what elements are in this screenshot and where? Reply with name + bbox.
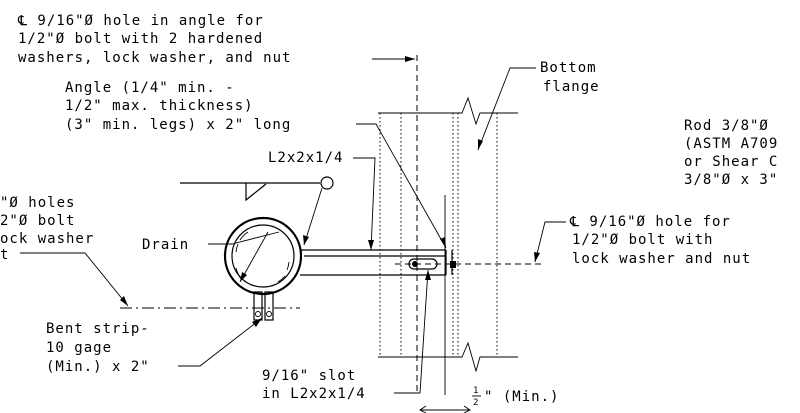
cl-hole-bolt-line-3: lock washer and nut: [572, 251, 751, 267]
angle-size-label: L2x2x1/4: [268, 150, 343, 166]
angle-spec-line-1: Angle (1/4" min. -: [65, 80, 235, 96]
holes-left-line-2: 2"Ø bolt: [0, 213, 75, 229]
angle-spec-line-2: 1/2" max. thickness): [65, 98, 254, 114]
rod-spec-line-2: (ASTM A709: [684, 136, 778, 152]
rod-spec-line-4: 3/8"Ø x 3": [684, 172, 778, 188]
annotations: ℄ 9/16"Ø hole in angle for 1/2"Ø bolt wi…: [0, 13, 778, 408]
bottom-flange-geometry: [378, 55, 518, 413]
holes-left-line-3: ock washer: [0, 231, 94, 247]
half-denominator: 2: [473, 398, 479, 408]
slot-line-2: in L2x2x1/4: [262, 386, 366, 402]
bent-strip-line-2: 10 gage: [46, 340, 112, 356]
drain-pipe: [120, 216, 303, 321]
min-suffix: " (Min.): [484, 389, 559, 405]
half-inch-min-dimension: 1 2 " (Min.): [472, 386, 559, 408]
leader-lines: [20, 56, 566, 394]
bent-strip-line-1: Bent strip-: [46, 321, 150, 337]
angle-l2x2: [300, 249, 545, 276]
cl-hole-angle-line-3: washers, lock washer, and nut: [18, 50, 291, 66]
cl-hole-bolt-line-1: ℄ 9/16"Ø hole for: [569, 214, 731, 230]
drain-label: Drain: [142, 237, 189, 253]
holes-left-line-4: t: [0, 247, 9, 263]
bent-strip-line-3: (Min.) x 2": [46, 359, 150, 375]
rod-spec-line-1: Rod 3/8"Ø: [684, 118, 769, 134]
bottom-flange-line-2: flange: [543, 79, 600, 95]
deck-line: [180, 176, 334, 202]
cl-hole-bolt-line-2: 1/2"Ø bolt with: [572, 232, 713, 248]
rod-spec-line-3: or Shear C: [684, 154, 778, 170]
cl-hole-angle-line-2: 1/2"Ø bolt with 2 hardened: [18, 31, 263, 47]
bottom-flange-line-1: Bottom: [540, 60, 597, 76]
holes-left-line-1: "Ø holes: [0, 195, 75, 211]
angle-spec-line-3: (3" min. legs) x 2" long: [65, 117, 291, 133]
slot-line-1: 9/16" slot: [262, 368, 356, 384]
cl-hole-angle-line-1: ℄ 9/16"Ø hole in angle for: [17, 13, 264, 29]
half-numerator: 1: [473, 386, 479, 396]
